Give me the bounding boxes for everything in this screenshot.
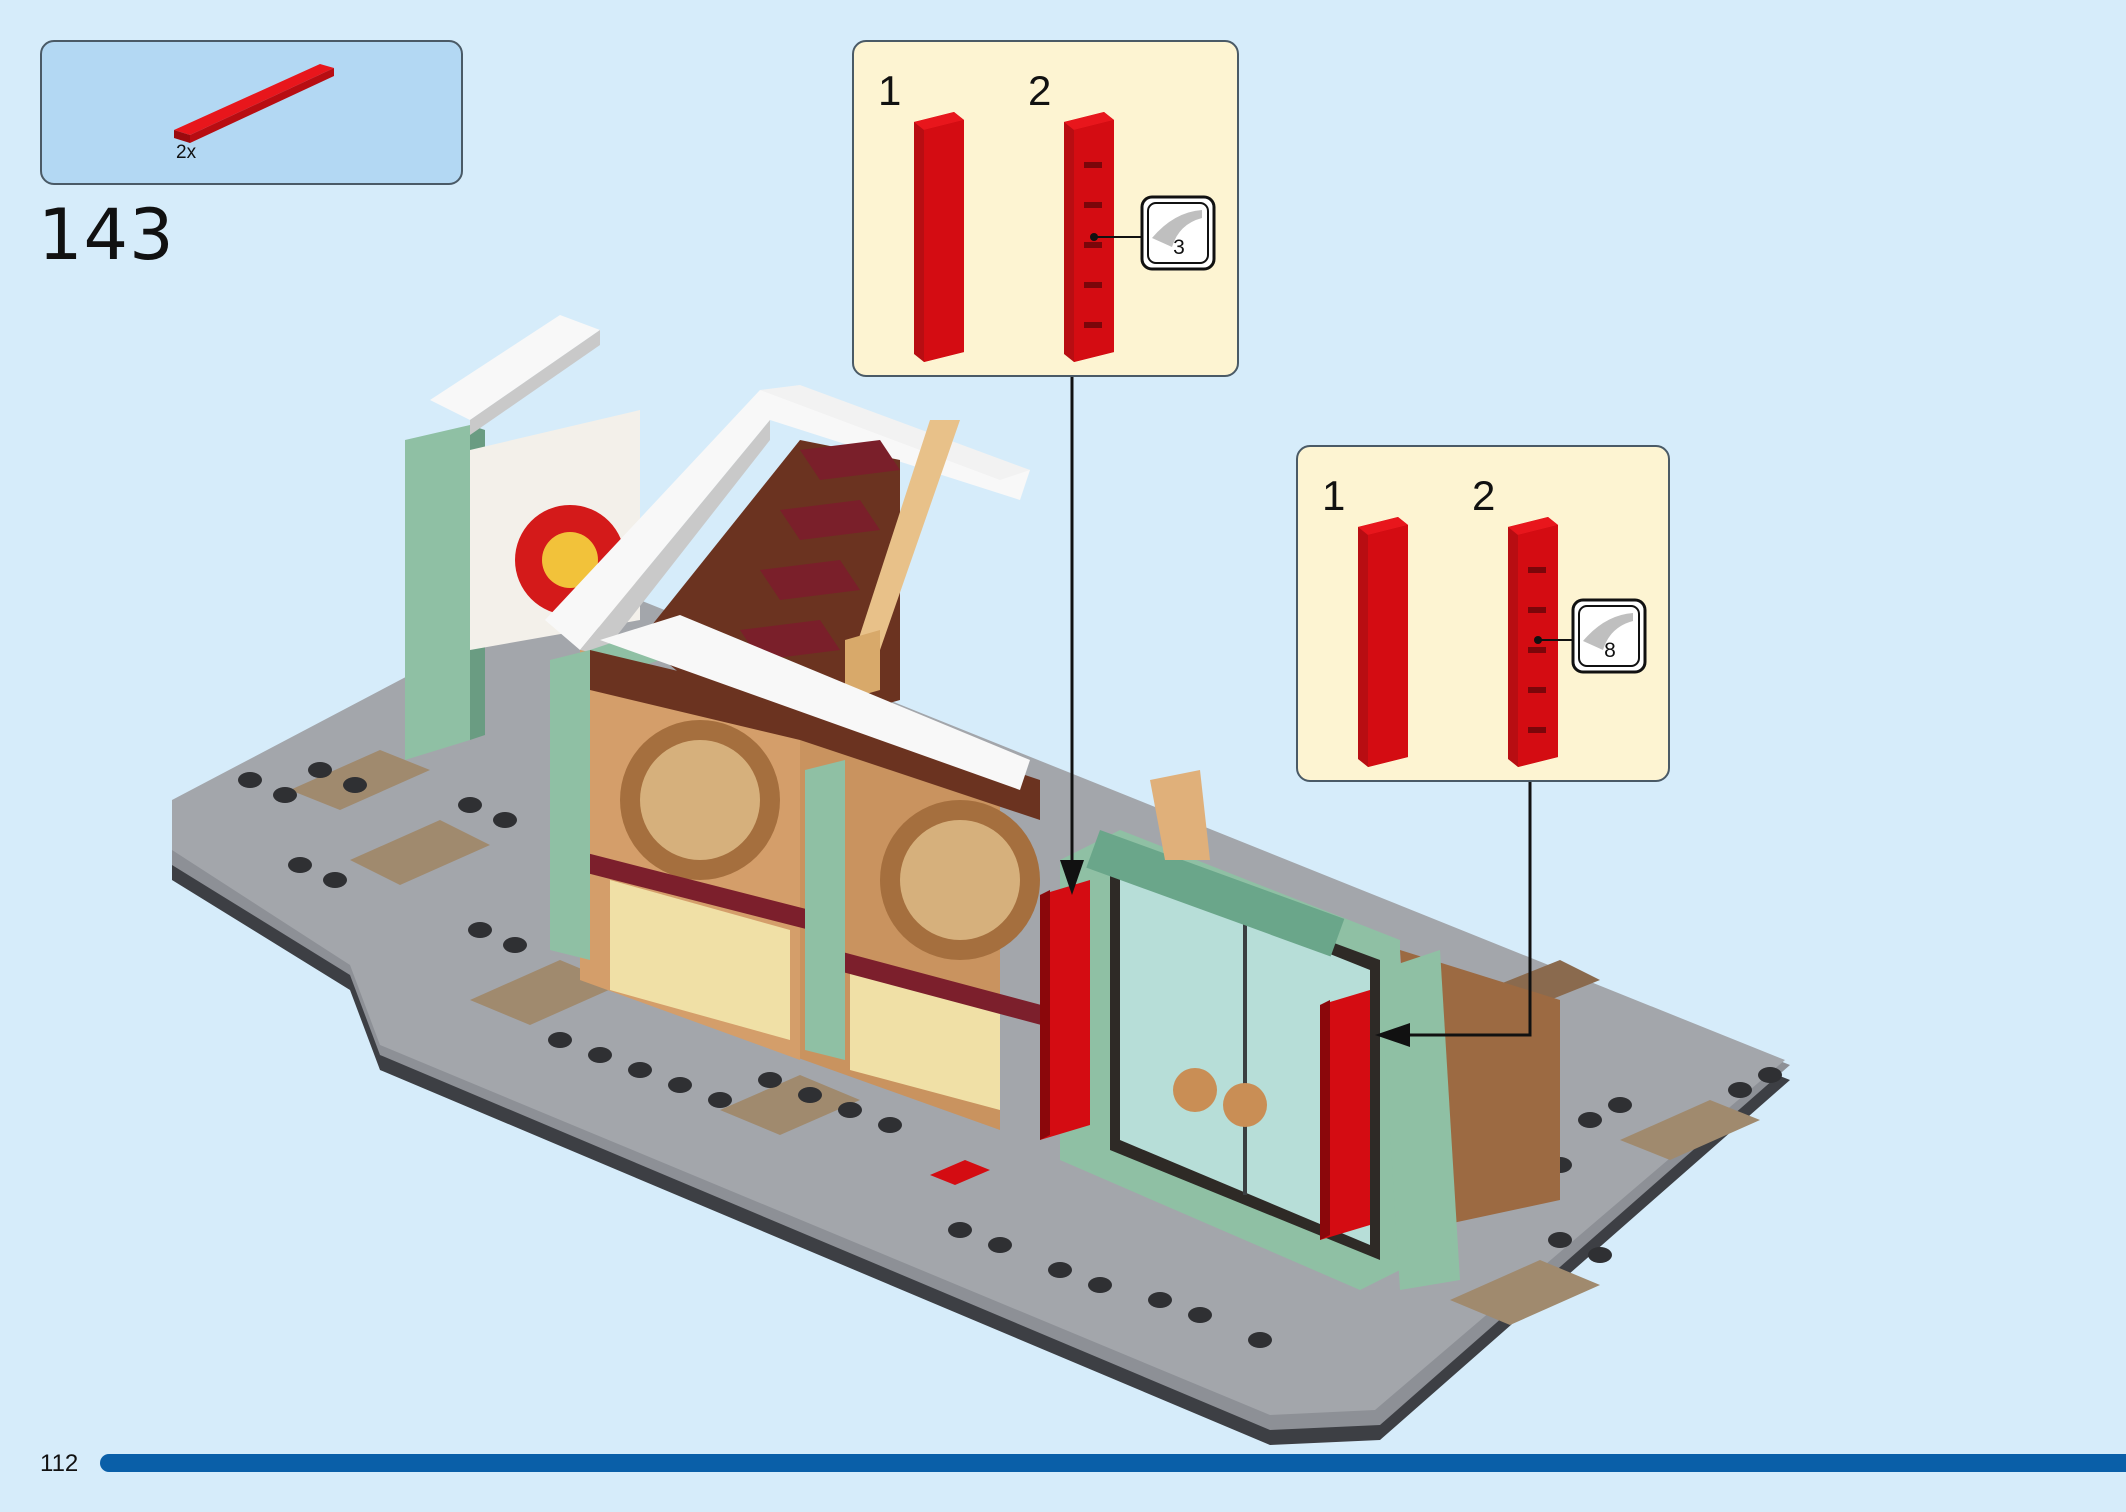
base-stud	[1548, 1232, 1572, 1248]
base-stud	[798, 1087, 822, 1103]
sticker-number: 8	[1604, 639, 1616, 662]
base-stud	[668, 1077, 692, 1093]
base-stud	[758, 1072, 782, 1088]
base-stud	[1148, 1292, 1172, 1308]
parts-callout: 2x	[40, 40, 463, 185]
step-number: 143	[38, 194, 175, 276]
base-stud	[1608, 1097, 1632, 1113]
base-stud	[503, 937, 527, 953]
parts-quantity: 2x	[176, 142, 197, 163]
base-stud	[1088, 1277, 1112, 1293]
base-stud	[1758, 1067, 1782, 1083]
sticker-number: 3	[1173, 236, 1185, 259]
base-stud	[708, 1092, 732, 1108]
base-stud	[468, 922, 492, 938]
red-tile-part-icon	[174, 64, 334, 143]
base-stud	[458, 797, 482, 813]
base-stud	[1728, 1082, 1752, 1098]
base-stud	[1248, 1332, 1272, 1348]
base-stud	[628, 1062, 652, 1078]
base-stud	[288, 857, 312, 873]
base-stud	[838, 1102, 862, 1118]
base-stud	[238, 772, 262, 788]
base-stud	[273, 787, 297, 803]
progress-bar-fill	[100, 1454, 2126, 1472]
base-stud	[588, 1047, 612, 1063]
base-stud	[1588, 1247, 1612, 1263]
sub-step-1-label: 1	[1322, 472, 1346, 519]
progress-bar	[100, 1454, 2126, 1472]
sub-step-1-label: 1	[878, 67, 902, 114]
base-stud	[878, 1117, 902, 1133]
sub-step-2-label: 2	[1472, 472, 1496, 519]
base-stud	[308, 762, 332, 778]
base-stud	[1048, 1262, 1072, 1278]
base-stud	[1188, 1307, 1212, 1323]
base-stud	[343, 777, 367, 793]
page-number: 112	[40, 1450, 79, 1477]
red-tile-pair-icon	[914, 112, 1216, 362]
base-stud	[1578, 1112, 1602, 1128]
base-stud	[988, 1237, 1012, 1253]
base-stud	[493, 812, 517, 828]
sub-assembly-callout-a: 1 2 3	[852, 40, 1239, 377]
base-stud	[948, 1222, 972, 1238]
sub-step-2-label: 2	[1028, 67, 1052, 114]
red-tile-pair-icon	[1358, 517, 1647, 767]
base-stud	[548, 1032, 572, 1048]
base-studs	[238, 762, 1782, 1348]
sub-assembly-callout-b: 1 2 8	[1296, 445, 1670, 782]
base-stud	[323, 872, 347, 888]
